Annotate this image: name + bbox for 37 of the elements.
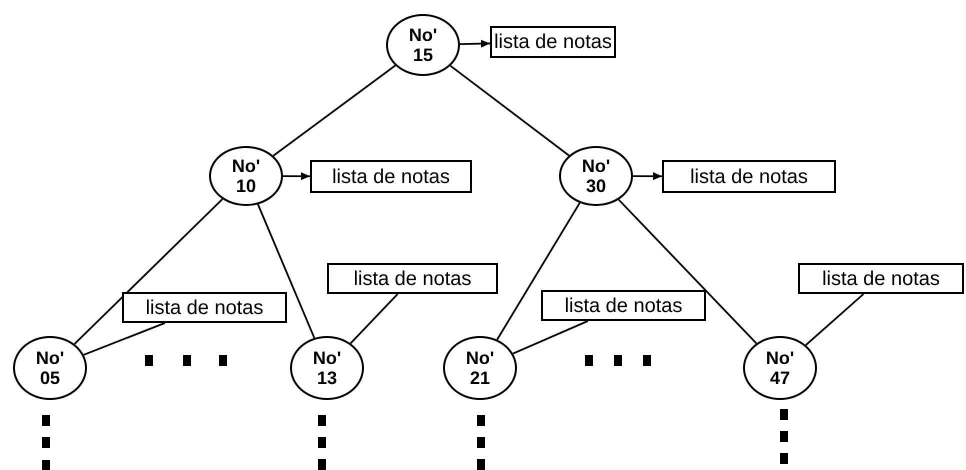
- connector-line: [618, 199, 758, 344]
- connector-line: [805, 293, 864, 346]
- list-label: lista de notas: [690, 166, 808, 186]
- list-label: lista de notas: [146, 298, 264, 318]
- arrow: [460, 40, 490, 48]
- list-label: lista de notas: [494, 32, 612, 52]
- list-box: [798, 263, 964, 294]
- node-label: No' 10: [230, 156, 262, 196]
- list-box: [327, 263, 498, 294]
- connector-line: [450, 65, 570, 156]
- tree-node-ellipse: [209, 146, 283, 206]
- node-label: No' 05: [34, 348, 66, 388]
- node-label: No' 47: [764, 348, 796, 388]
- list-label: lista de notas: [564, 296, 682, 316]
- list-label: lista de notas: [332, 166, 450, 186]
- connector-line: [496, 202, 580, 340]
- connector-line: [350, 293, 398, 344]
- node-label: No' 15: [408, 25, 438, 65]
- list-box: [122, 292, 287, 323]
- list-box: [662, 160, 836, 193]
- connector-line: [83, 322, 166, 356]
- node-label: No' 21: [464, 348, 496, 388]
- node-label: No' 30: [580, 156, 612, 196]
- tree-node-ellipse: [386, 14, 460, 76]
- node-label: No' 13: [312, 348, 342, 388]
- list-box: [541, 290, 706, 321]
- arrow: [283, 172, 310, 180]
- list-box: [490, 26, 616, 58]
- list-box: [310, 160, 472, 193]
- connector-line: [272, 64, 396, 156]
- list-label: lista de notas: [822, 268, 940, 288]
- list-label: lista de notas: [354, 268, 472, 288]
- connector-line: [512, 320, 588, 354]
- tree-node-ellipse: [559, 146, 633, 206]
- arrow: [633, 172, 662, 180]
- connector-line: [74, 198, 224, 345]
- connector-line: [257, 204, 316, 338]
